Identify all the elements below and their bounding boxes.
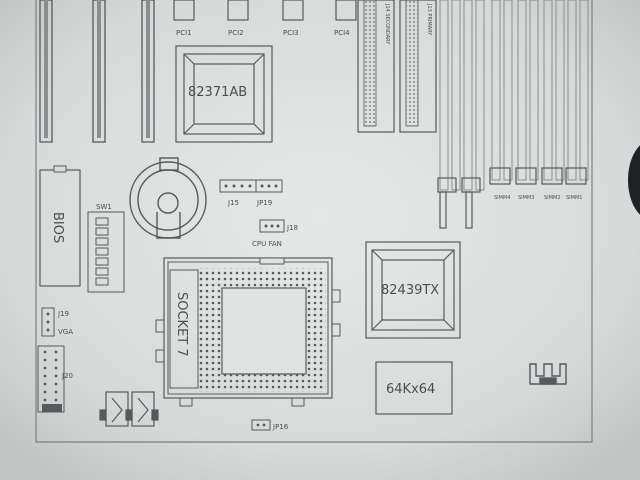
bios-label: BIOS — [50, 212, 65, 243]
chip-82439tx-label: 82439TX — [381, 283, 439, 298]
header-jp16 — [251, 419, 271, 431]
sw1-label: SW1 — [96, 203, 112, 211]
simm-latches — [437, 167, 587, 229]
board-outline — [35, 0, 593, 443]
cache-label: 64Kx64 — [386, 382, 435, 397]
ide-connector-primary — [399, 0, 437, 133]
pci4-label: PCI4 — [334, 29, 350, 37]
power-connector — [529, 363, 567, 385]
chip-82371ab-label: 82371AB — [188, 85, 247, 100]
j15-label: J15 — [227, 199, 239, 207]
j18-label: J18 — [286, 224, 298, 232]
isa-slot-3 — [141, 0, 155, 143]
voltage-regulators — [99, 391, 159, 427]
pci3-label: PCI3 — [283, 29, 299, 37]
header-j19-vga — [41, 307, 55, 337]
pci2-label: PCI2 — [228, 29, 244, 37]
simm2-label: SIMM2 — [544, 195, 560, 201]
ide-secondary-label: J14 SECONDARY — [384, 3, 390, 45]
pci1-label: PCI1 — [176, 29, 192, 37]
jp16-label: JP16 — [272, 423, 289, 431]
pci-slot-4 — [335, 0, 357, 21]
jp19-label: JP19 — [256, 199, 272, 207]
chip-82371ab — [175, 45, 273, 143]
simm1-label: SIMM1 — [566, 195, 582, 201]
header-j20 — [37, 345, 65, 413]
simm4-label: SIMM4 — [494, 195, 510, 201]
isa-slots — [39, 0, 155, 143]
battery — [129, 157, 207, 239]
vga-label: VGA — [58, 328, 73, 336]
chip-82439tx — [365, 241, 461, 339]
bios-notch — [53, 165, 67, 173]
ide-connector-secondary — [357, 0, 395, 133]
simm3-label: SIMM3 — [518, 195, 534, 201]
pci-slots — [173, 0, 357, 21]
header-j18-cpu-fan — [259, 219, 285, 233]
cache-chip — [375, 361, 453, 415]
pci-slot-3 — [282, 0, 304, 21]
cpu-fan-label: CPU FAN — [252, 240, 282, 248]
ide-primary-label: J13 PRIMARY — [426, 3, 432, 36]
socket-7 — [155, 257, 341, 407]
socket-7-label: SOCKET 7 — [174, 292, 189, 357]
dip-switch-sw1 — [87, 211, 125, 293]
dark-object-edge — [628, 145, 640, 215]
j20-label: J20 — [61, 372, 73, 380]
header-jp19 — [255, 179, 283, 193]
pci-slot-2 — [227, 0, 249, 21]
j19-label: J19 — [57, 310, 69, 318]
pci-slot-1 — [173, 0, 195, 21]
isa-slot-1 — [39, 0, 53, 143]
isa-slot-2 — [92, 0, 106, 143]
